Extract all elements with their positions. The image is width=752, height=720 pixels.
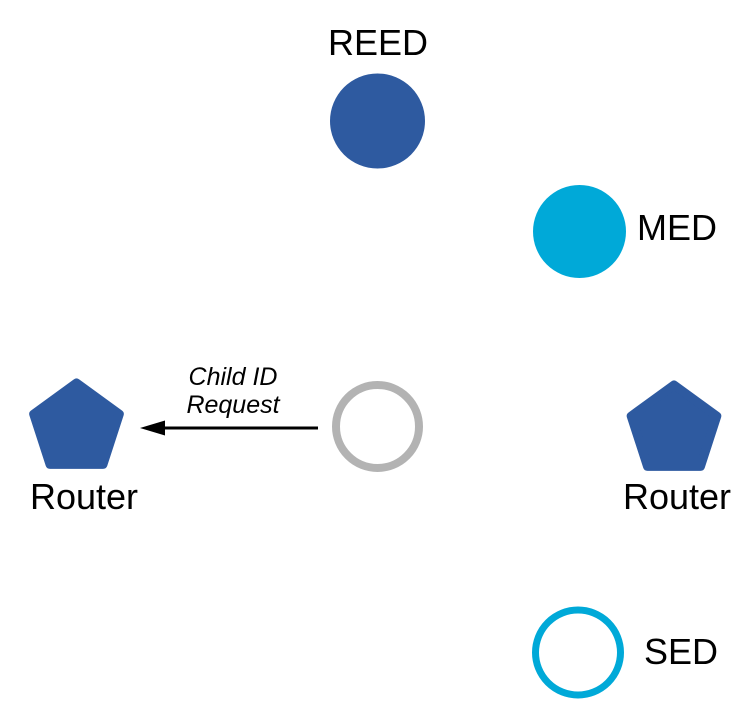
sed-node-circle-icon <box>532 606 624 699</box>
reed-node-circle-icon <box>330 73 425 169</box>
sed-node-label: SED <box>644 631 719 672</box>
joiner-node-circle-icon <box>332 381 423 472</box>
router-right-node-label: Router <box>622 476 732 517</box>
child-id-request-arrow-icon <box>140 420 318 436</box>
router-left-node-label: Router <box>29 476 139 517</box>
arrow-head <box>140 420 165 436</box>
router-right-pentagon-icon <box>626 380 722 471</box>
child-id-request-edge-label: Child ID Request <box>158 363 308 419</box>
edge-label-line2: Request <box>186 391 280 419</box>
med-node-label: MED <box>637 207 717 248</box>
reed-node-label: REED <box>327 22 429 63</box>
router-left-pentagon-icon <box>29 378 124 469</box>
edge-label-line1: Child ID <box>188 363 278 391</box>
med-node-circle-icon <box>533 185 626 278</box>
